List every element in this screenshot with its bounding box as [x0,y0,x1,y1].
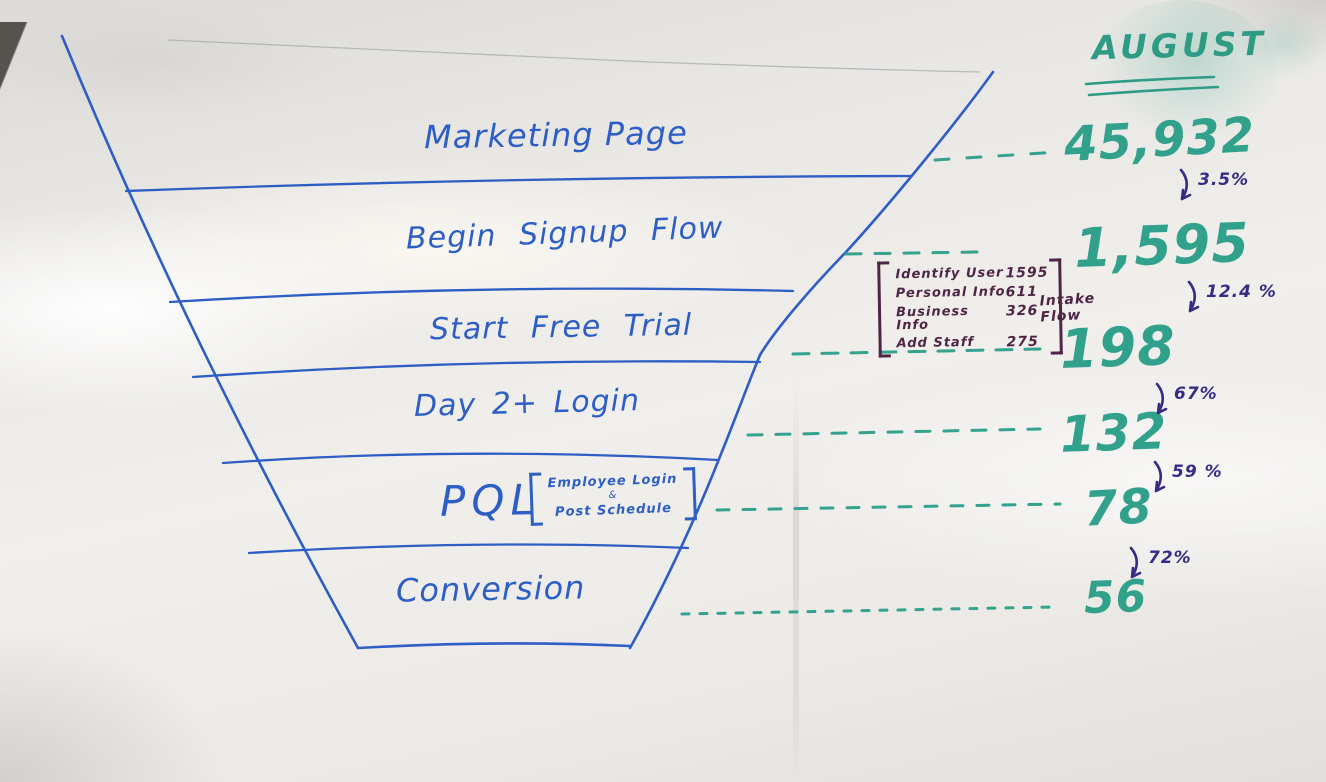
intake-step-value: 275 [1006,333,1039,350]
title-underline [1084,75,1216,86]
intake-step-value: 326 [1005,302,1039,319]
intake-step-label: Identify User [895,264,1004,282]
curved-down-arrow-icon [1179,168,1192,201]
stage-label-marketing-page: Marketing Page [423,113,689,157]
eraser-smudge [1088,0,1278,150]
curved-down-arrow-icon [1153,460,1166,493]
funnel-divider [124,174,914,193]
curved-down-arrow-icon [1129,546,1142,579]
intake-step-row: Identify User 1595 [895,264,1049,282]
board-seam-shadow [793,380,799,782]
leader-line [680,605,1057,616]
funnel-top-line [167,39,981,73]
eraser-smudge [1240,10,1326,80]
stage-label-day-2-login: Day 2+ Login [413,383,641,424]
funnel-divider [168,287,795,304]
funnel-bottom-edge [356,642,632,650]
curved-down-arrow-icon [1155,382,1168,415]
intake-step-value: 1595 [1005,264,1049,281]
leader-line [715,502,1062,512]
intake-step-label: Personal Info [895,283,1006,301]
intake-flow-breakdown: Identify User 1595 Personal Info 611 Bus… [877,258,1063,358]
leader-line [791,347,1042,356]
intake-step-label: Business Info [895,303,970,333]
month-title: AUGUST [1091,23,1268,68]
right-bracket [683,467,697,521]
curved-down-arrow-icon [1187,280,1200,313]
conversion-rate: 67% [1152,382,1218,418]
funnel-left-edge [60,34,360,650]
funnel-right-edge [628,70,995,650]
funnel-divider [191,360,762,379]
pql-note-line: Post Schedule [554,500,673,520]
intake-step-row: Add Staff 275 [896,333,1044,351]
intake-step-label: Add Staff [896,334,975,351]
leader-line [844,250,980,256]
stage-count-pql: 78 [1082,478,1155,538]
intake-step-row: Business Info 326 [895,302,1044,333]
conversion-rate: 12.4 % [1184,280,1277,316]
intake-step-row: Personal Info 611 [895,283,1044,301]
conversion-rate: 59 % [1150,460,1223,496]
intake-step-value: 611 [1005,283,1039,300]
leader-line [746,427,1042,437]
board-corner-shadow [0,22,34,92]
funnel-divider [221,452,720,465]
conversion-rate: 72% [1126,546,1192,582]
stage-count-begin-signup-flow: 1,595 [1072,210,1251,281]
pql-criteria-note: Employee Login & Post Schedule [529,467,697,526]
leader-line [933,150,1060,162]
stage-label-conversion: Conversion [395,568,586,610]
funnel-divider [247,543,690,555]
stage-label-pql: PQL [439,475,541,526]
stage-label-start-free-trial: Start Free Trial [429,307,693,348]
stage-count-marketing-page: 45,932 [1062,107,1257,173]
title-underline [1087,85,1220,97]
conversion-rate: 3.5% [1176,168,1249,204]
stage-count-start-free-trial: 198 [1058,313,1177,382]
